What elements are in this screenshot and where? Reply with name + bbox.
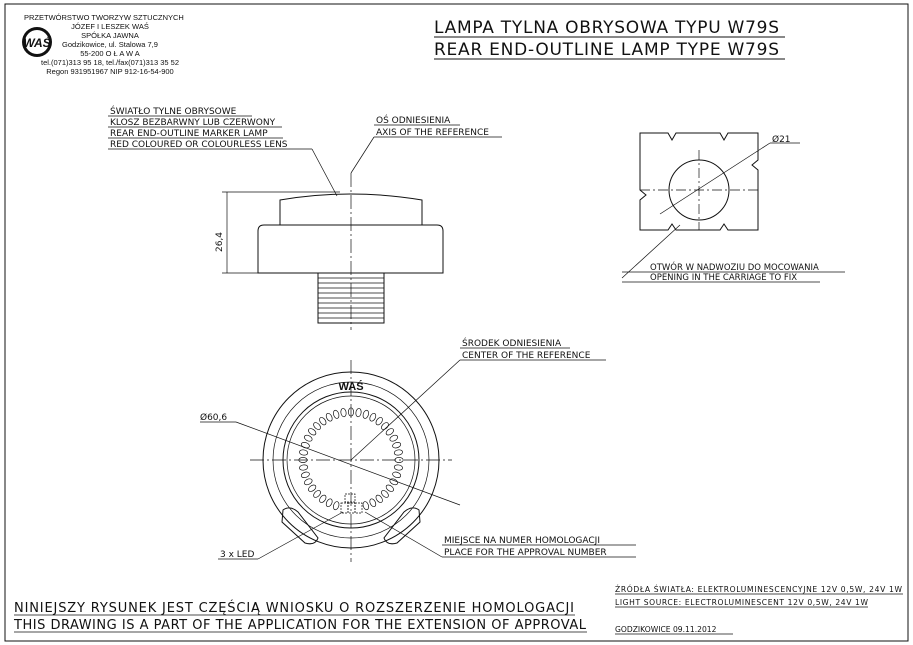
hole-diameter: Ø21 [772,134,791,145]
mounting-hole-view: Ø21 OTWÓR W NADWOZIU DO MOCOWANIA OPENIN… [621,132,845,283]
led-segment [299,449,309,456]
place-date: GODZIKOWICE 09.11.2012 [615,625,717,634]
led-segment [389,478,399,486]
led-segment [308,428,317,436]
led-segment [375,417,383,426]
svg-text:ŚRODEK ODNIESIENIA: ŚRODEK ODNIESIENIA [462,337,562,349]
company-line-2: JÓZEF I LESZEK WAŚ [71,22,149,31]
svg-text:WAŚ: WAŚ [23,35,50,50]
led-segment [369,412,377,422]
was-logo: WAŚ [22,27,52,57]
front-diameter: Ø60,6 [200,412,227,423]
led-segment [392,471,402,478]
led-segment [299,464,309,471]
title-pl: LAMPA TYLNA OBRYSOWA TYPU W79S [434,18,779,38]
led-segment [362,501,369,511]
led-segment [313,490,321,498]
svg-text:OTWÓR W NADWOZIU DO MOCOWANIA: OTWÓR W NADWOZIU DO MOCOWANIA [650,261,819,273]
company-line-7: Regon 931951967 NIP 912-16-54-900 [46,67,173,76]
led-segment [340,408,347,418]
svg-text:PLACE FOR THE APPROVAL NUMBER: PLACE FOR THE APPROVAL NUMBER [444,548,607,558]
led-segment [385,484,394,492]
led-segment [389,434,399,442]
led-segment [325,498,333,508]
led-segment [300,471,310,478]
led-segment [319,417,327,426]
svg-text:MIEJSCE NA NUMER HOMOLOGACJI: MIEJSCE NA NUMER HOMOLOGACJI [444,536,600,546]
company-line-5: 55-200 O Ł A W A [80,49,140,58]
svg-text:ŚWIATŁO TYLNE OBRYSOWE: ŚWIATŁO TYLNE OBRYSOWE [110,105,237,117]
led-segment [303,434,313,442]
front-view: ŚRODEK ODNIESIENIA CENTER OF THE REFEREN… [200,337,636,562]
led-segment [313,422,321,430]
led-segment [381,490,389,498]
drawing-frame [4,3,909,642]
company-line-1: PRZETWÓRSTWO TWORZYW SZTUCZNYCH [24,13,184,22]
led-segment [385,428,394,436]
led-label: 3 x LED [220,550,254,560]
led-segment [319,494,327,503]
led-segment [393,464,403,471]
led-segment [333,501,340,511]
light-source-pl: ŹRÓDŁA ŚWIATŁA: ELEKTROLUMINESCENCYJNE 1… [615,585,902,594]
svg-text:REAR END-OUTLINE MARKER LAMP: REAR END-OUTLINE MARKER LAMP [110,129,268,139]
led-segment [375,494,383,503]
side-view: ŚWIATŁO TYLNE OBRYSOWE KLOSZ BEZBARWNY L… [108,105,502,330]
svg-text:CENTER OF THE REFERENCE: CENTER OF THE REFERENCE [462,351,591,361]
led-segment [369,498,377,508]
led-segment [308,484,317,492]
company-line-6: tel.(071)313 95 18, tel./fax(071)313 35 … [41,58,179,67]
company-header: WAŚ PRZETWÓRSTWO TWORZYW SZTUCZNYCH JÓZE… [22,13,184,76]
svg-text:KLOSZ BEZBARWNY LUB CZERWONY: KLOSZ BEZBARWNY LUB CZERWONY [110,118,276,128]
svg-text:OPENING IN THE CARRIAGE TO FIX: OPENING IN THE CARRIAGE TO FIX [650,273,797,283]
company-line-4: Godzikowice, ul. Stalowa 7,9 [62,40,158,49]
title-en: REAR END-OUTLINE LAMP TYPE W79S [434,40,779,60]
footer-note-pl: NINIEJSZY RYSUNEK JEST CZĘŚCIĄ WNIOSKU O… [14,600,574,616]
svg-text:RED COLOURED OR COLOURLESS LEN: RED COLOURED OR COLOURLESS LENS [110,140,288,150]
led-segment [393,449,403,456]
svg-text:OŚ ODNIESIENIA: OŚ ODNIESIENIA [376,114,451,126]
led-segment [333,409,340,419]
led-segment [381,422,389,430]
light-source-en: LIGHT SOURCE: ELECTROLUMINESCENT 12V 0,5… [615,598,868,607]
height-dimension: 26,4 [215,232,225,252]
svg-text:AXIS OF THE REFERENCE: AXIS OF THE REFERENCE [376,128,489,138]
led-segment [325,412,333,422]
led-segment [355,408,362,418]
footer-note-en: THIS DRAWING IS A PART OF THE APPLICATIO… [13,618,587,633]
company-line-3: SPÓŁKA JAWNA [81,31,139,40]
led-segment [303,478,313,486]
led-segment [362,409,369,419]
led-segment [392,442,402,449]
